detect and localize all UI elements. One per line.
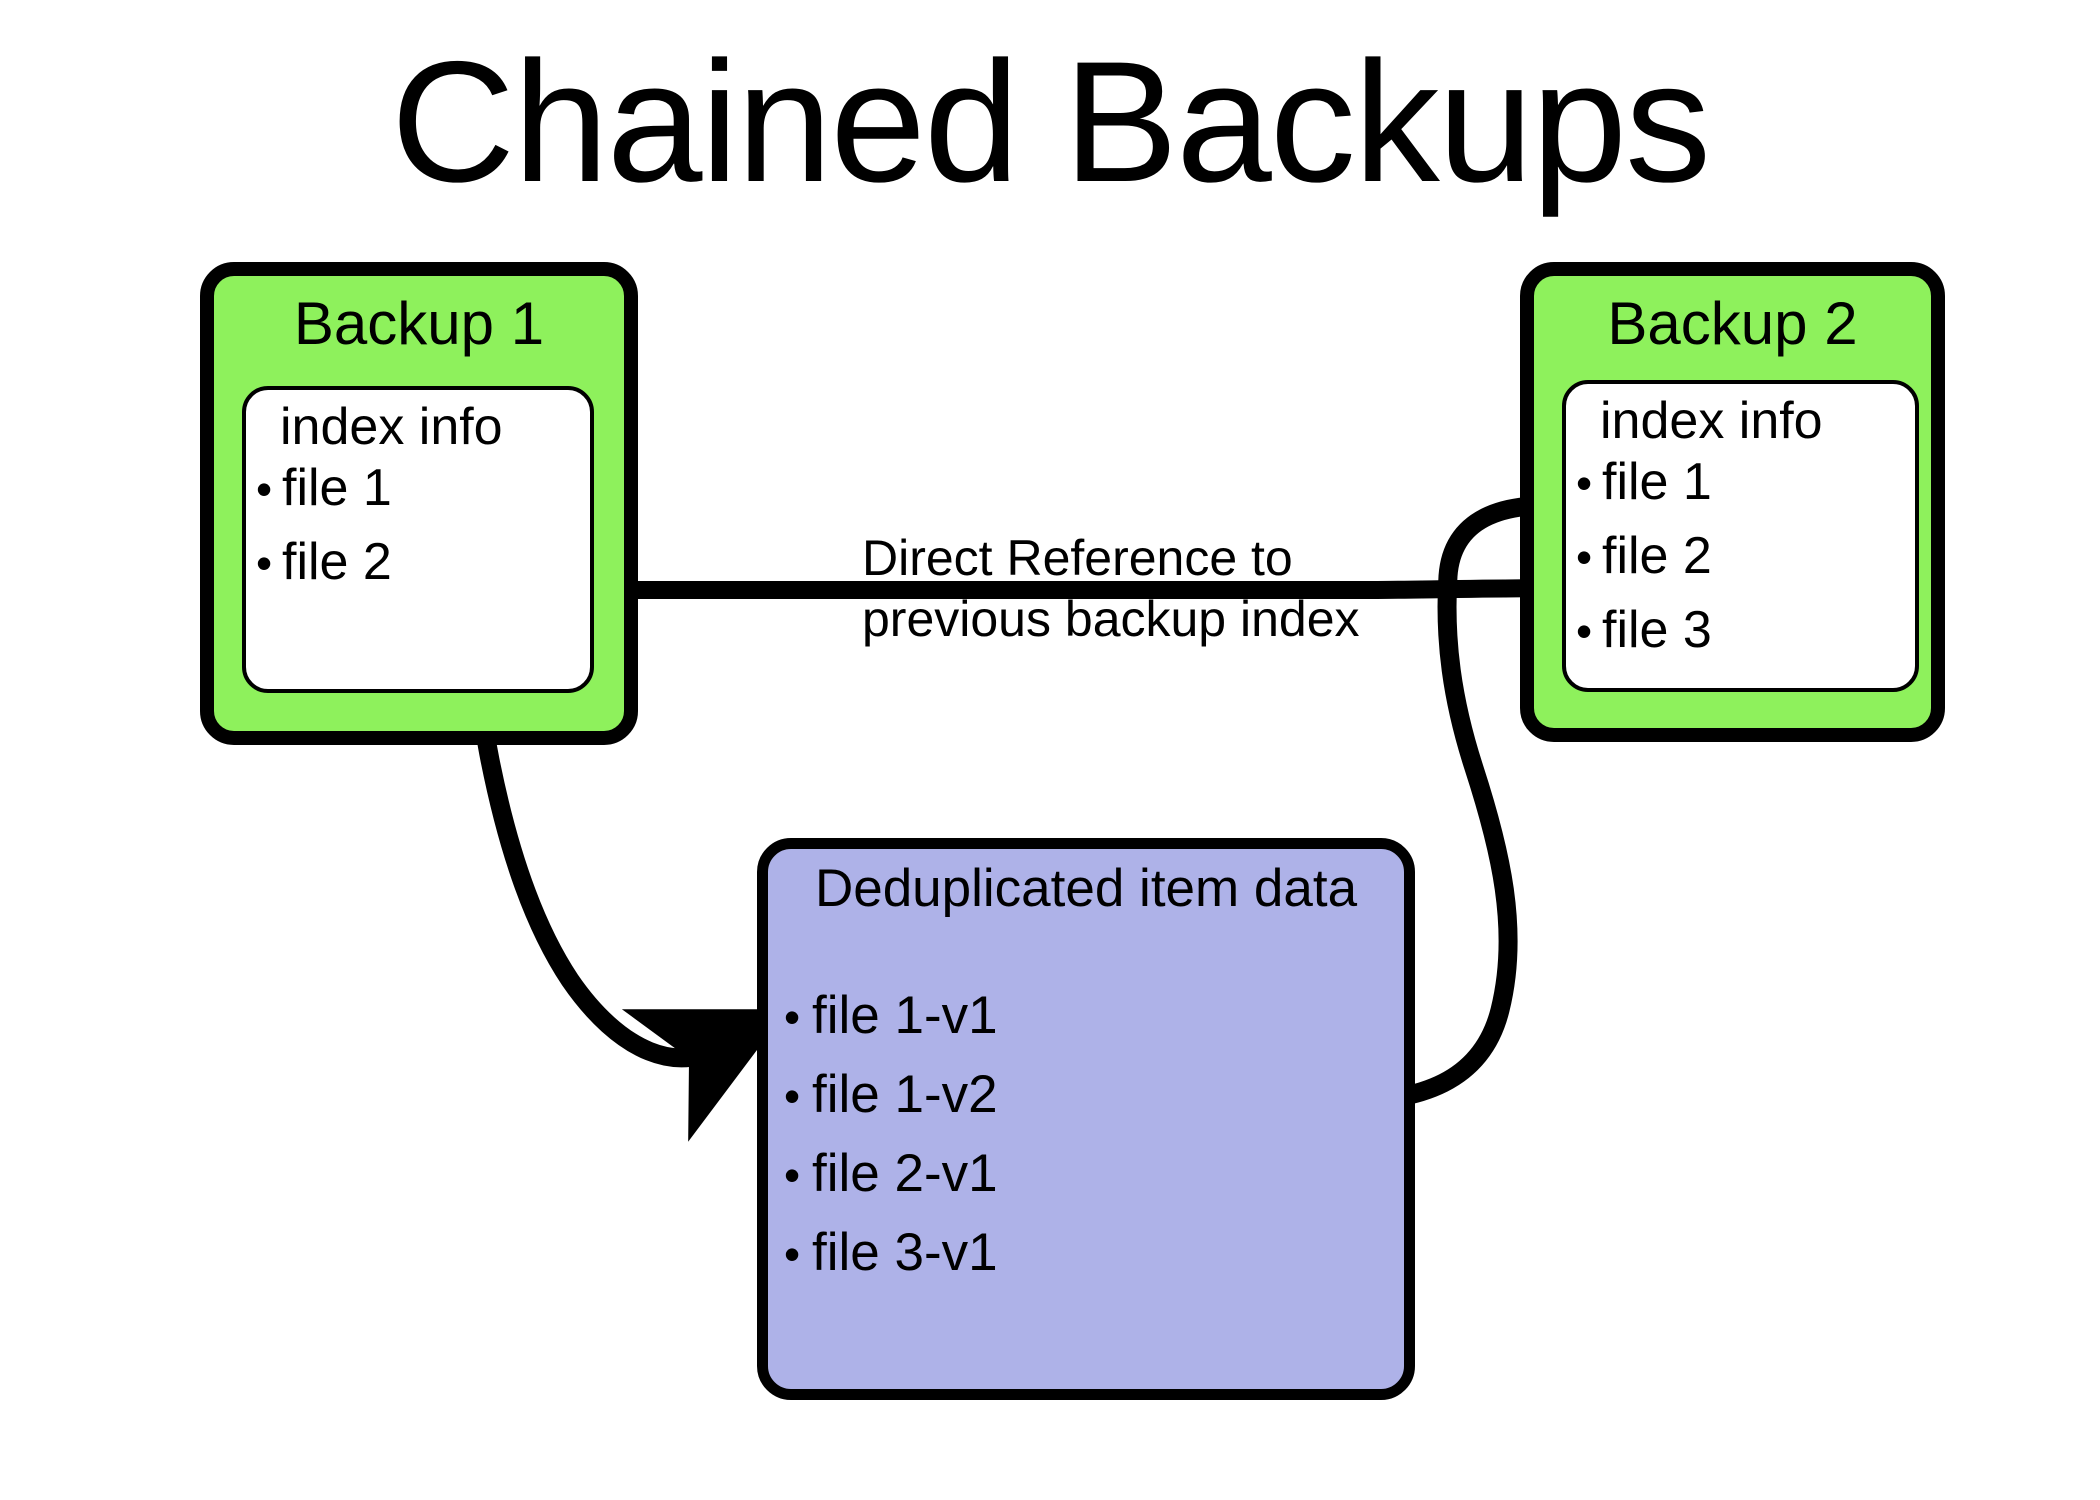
backup-2-file-3-label: file 3 <box>1602 601 1712 659</box>
backup-1-file-list: •file 1 •file 2 <box>256 462 392 610</box>
direct-reference-label-line-2: previous backup index <box>862 591 1360 647</box>
deduplicated-item-data-box[interactable]: Deduplicated item data •file 1-v1 •file … <box>757 838 1415 1400</box>
list-item: •file 1 <box>256 462 392 514</box>
bullet-icon: • <box>784 1070 801 1122</box>
dedup-item-1-label: file 1-v1 <box>812 986 998 1045</box>
dedup-item-3-label: file 2-v1 <box>812 1144 998 1203</box>
list-item: •file 2 <box>256 536 392 588</box>
backup-1-title: Backup 1 <box>293 290 545 357</box>
list-item: •file 1 <box>1576 456 1712 508</box>
dedup-item-4-label: file 3-v1 <box>812 1223 998 1282</box>
bullet-icon: • <box>1576 457 1593 509</box>
backup-2-file-list: •file 1 •file 2 •file 3 <box>1576 456 1712 678</box>
bullet-icon: • <box>784 1228 801 1280</box>
list-item: •file 1-v1 <box>784 989 998 1042</box>
dedup-title: Deduplicated item data <box>814 859 1358 918</box>
backup-1-box[interactable]: Backup 1 index info •file 1 •file 2 <box>200 262 638 745</box>
list-item: •file 2-v1 <box>784 1147 998 1200</box>
bullet-icon: • <box>784 991 801 1043</box>
bullet-icon: • <box>1576 531 1593 583</box>
backup-2-file-2-label: file 2 <box>1602 527 1712 585</box>
bullet-icon: • <box>1576 605 1593 657</box>
bullet-icon: • <box>784 1149 801 1201</box>
backup-2-file-1-label: file 1 <box>1602 453 1712 511</box>
backup-2-index-box[interactable]: index info •file 1 •file 2 •file 3 <box>1562 380 1919 692</box>
page-title: Chained Backups <box>390 26 1711 218</box>
bullet-icon: • <box>256 463 273 515</box>
list-item: •file 2 <box>1576 530 1712 582</box>
list-item: •file 3-v1 <box>784 1226 998 1279</box>
direct-reference-label: Direct Reference to previous backup inde… <box>862 528 1382 650</box>
direct-reference-label-line-1: Direct Reference to <box>862 530 1293 586</box>
backup-2-title: Backup 2 <box>1607 290 1858 357</box>
list-item: •file 3 <box>1576 604 1712 656</box>
backup-1-index-box[interactable]: index info •file 1 •file 2 <box>242 386 594 693</box>
dedup-item-2-label: file 1-v2 <box>812 1065 998 1124</box>
list-item: •file 1-v2 <box>784 1068 998 1121</box>
backup-1-index-heading: index info <box>280 398 503 456</box>
backup-1-file-1-label: file 1 <box>282 459 392 517</box>
backup-2-box[interactable]: Backup 2 index info •file 1 •file 2 •fil… <box>1520 262 1945 742</box>
bullet-icon: • <box>256 537 273 589</box>
backup-1-file-2-label: file 2 <box>282 533 392 591</box>
backup-2-index-heading: index info <box>1600 392 1823 450</box>
dedup-item-list: •file 1-v1 •file 1-v2 •file 2-v1 •file 3… <box>784 989 998 1305</box>
